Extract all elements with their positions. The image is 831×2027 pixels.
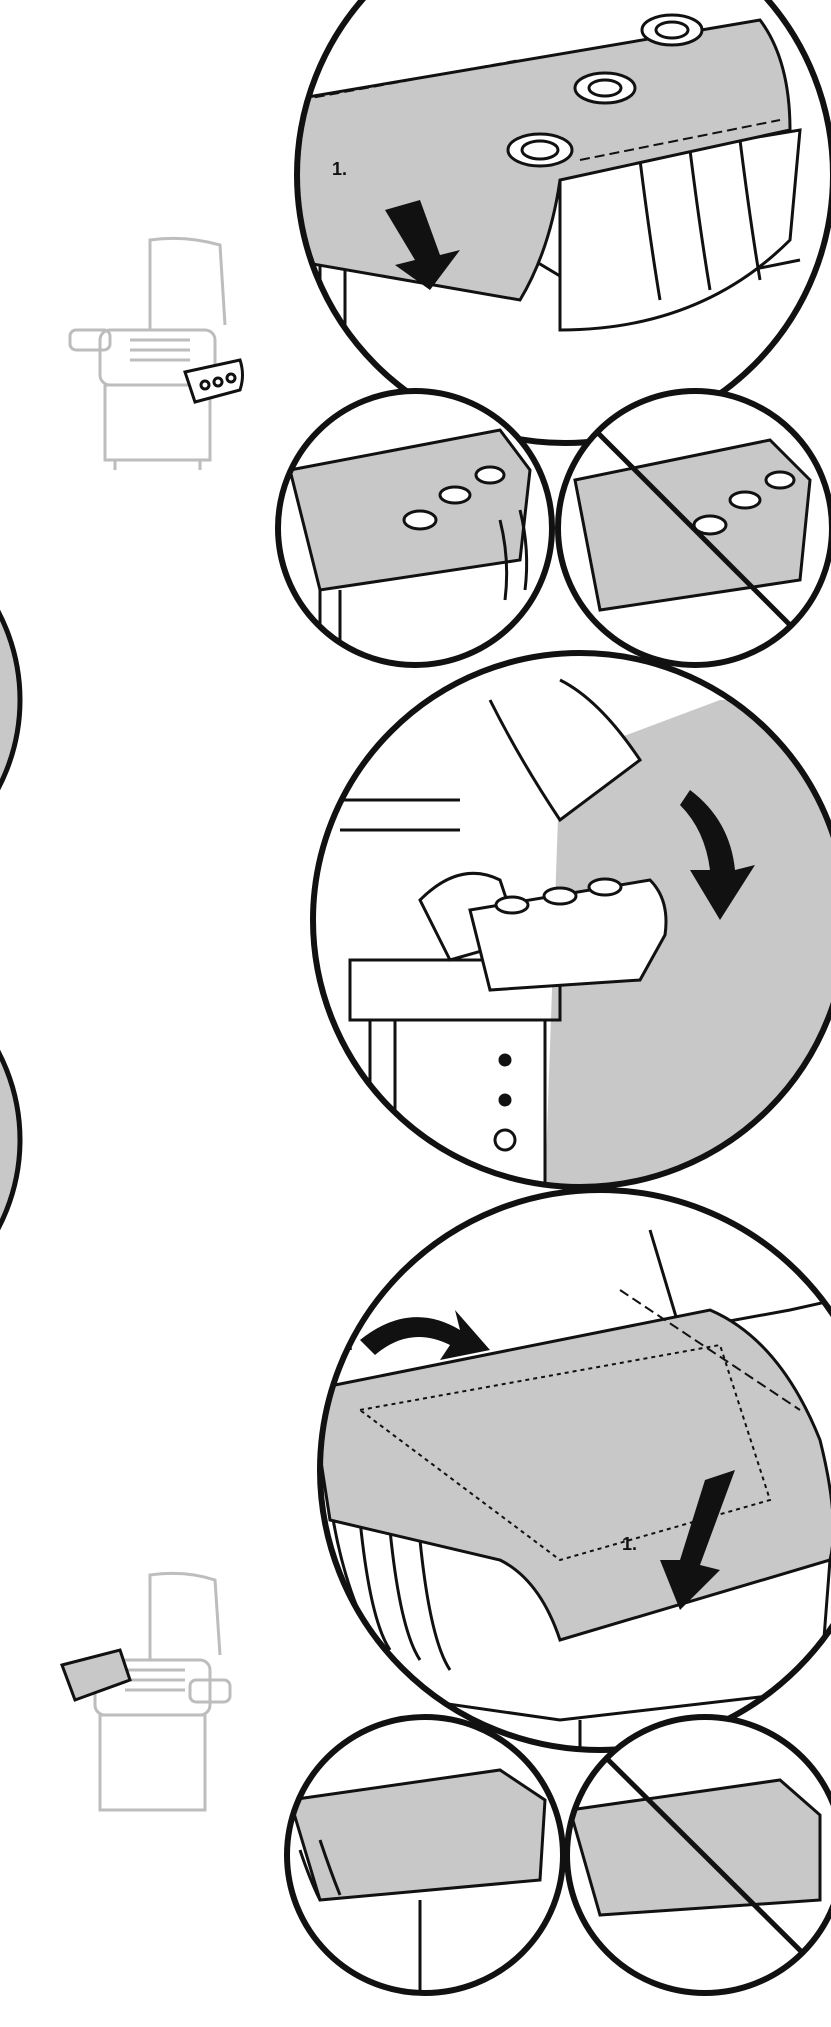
partial-detail-circle-left-lower: [0, 950, 20, 1330]
step-label: 1.: [622, 1534, 637, 1554]
side-table-cover-correct-detail: [287, 1717, 563, 1993]
side-burner-cover-correct-detail: [278, 391, 552, 665]
side-burner-cover-main-view: 1.: [280, 0, 831, 460]
step-label: 1.: [332, 159, 347, 179]
side-table-cover-main-view: 2. 1.: [310, 1190, 831, 1760]
side-table-cover-incorrect-detail: [567, 1717, 831, 1993]
grill-thumbnail-side-burner: [70, 238, 243, 470]
partial-detail-circle-left-upper: [0, 510, 20, 890]
grill-thumbnail-side-table: [62, 1573, 230, 1810]
hand-flipping-cover-view: [313, 653, 831, 1190]
side-burner-cover-incorrect-detail: [558, 391, 831, 665]
